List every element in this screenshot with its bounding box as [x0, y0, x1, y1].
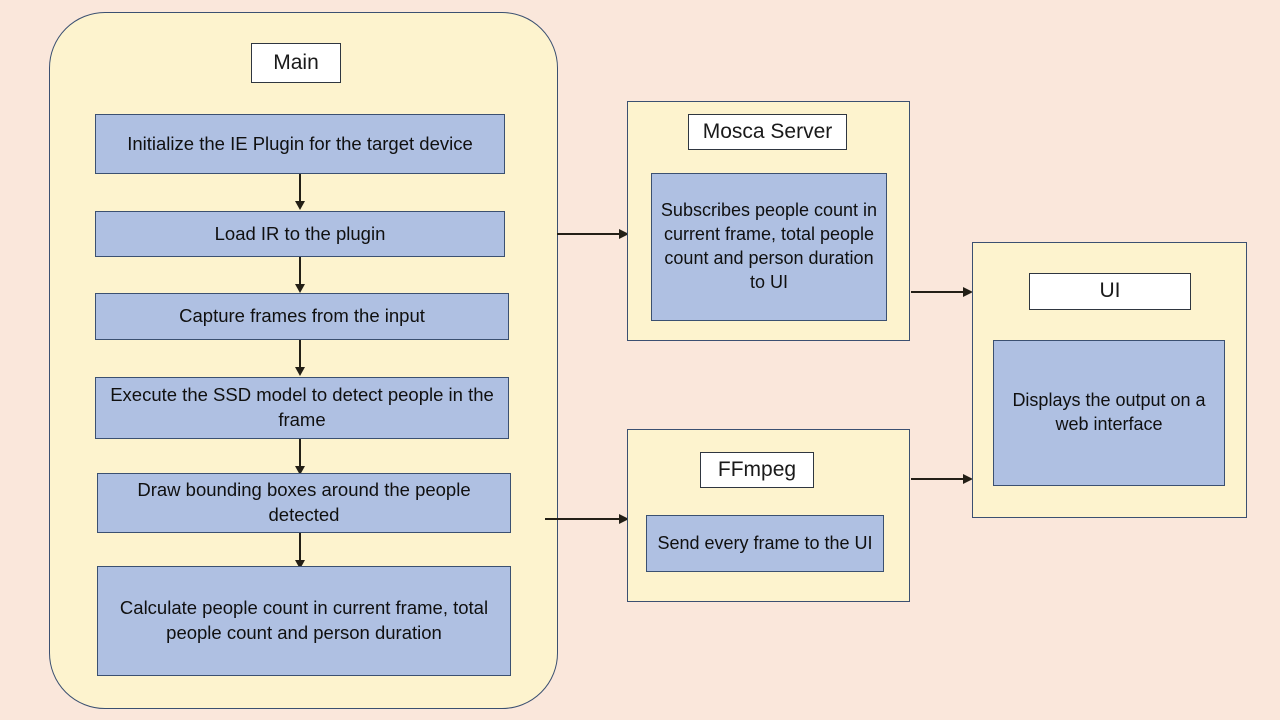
- group-mosca-server-title: Mosca Server: [688, 114, 847, 150]
- process-draw-boxes[interactable]: Draw bounding boxes around the people de…: [97, 473, 511, 533]
- process-subscribe-stats[interactable]: Subscribes people count in current frame…: [651, 173, 887, 321]
- group-ui-title: UI: [1029, 273, 1191, 310]
- process-load-ir[interactable]: Load IR to the plugin: [95, 211, 505, 257]
- process-init-ie-plugin[interactable]: Initialize the IE Plugin for the target …: [95, 114, 505, 174]
- group-main-title: Main: [251, 43, 341, 83]
- process-capture-frames[interactable]: Capture frames from the input: [95, 293, 509, 340]
- process-calculate-counts[interactable]: Calculate people count in current frame,…: [97, 566, 511, 676]
- process-execute-ssd[interactable]: Execute the SSD model to detect people i…: [95, 377, 509, 439]
- process-send-frames[interactable]: Send every frame to the UI: [646, 515, 884, 572]
- group-ffmpeg-title: FFmpeg: [700, 452, 814, 488]
- process-display-output[interactable]: Displays the output on a web interface: [993, 340, 1225, 486]
